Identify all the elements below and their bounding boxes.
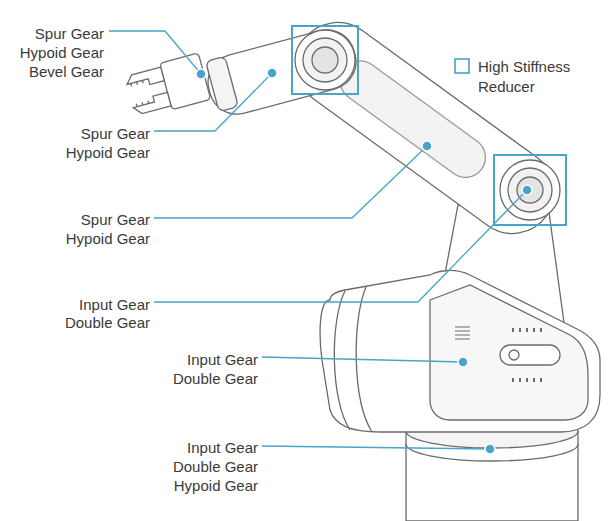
housing-panel xyxy=(430,285,588,420)
panel-dots xyxy=(512,328,542,382)
housing-outline xyxy=(320,270,600,432)
wrist xyxy=(206,56,239,111)
elbow-joint xyxy=(295,30,355,90)
gear-label: Input Gear xyxy=(187,350,258,369)
housing-ring xyxy=(334,291,350,430)
gear-label: Bevel Gear xyxy=(29,62,104,81)
gear-label: Hypoid Gear xyxy=(174,476,258,495)
forearm xyxy=(202,24,362,121)
gear-label: Input Gear xyxy=(79,295,150,314)
panel-button xyxy=(509,350,519,360)
shoulder-housing xyxy=(320,270,600,432)
upper-arm xyxy=(279,6,571,250)
legend-text: High Stiffness Reducer xyxy=(478,57,586,97)
gear-label: Double Gear xyxy=(173,457,258,476)
panel-slot xyxy=(500,345,560,365)
gripper xyxy=(124,53,211,119)
gear-label: Input Gear xyxy=(187,438,258,457)
shoulder-joint xyxy=(500,160,560,220)
gear-label: Double Gear xyxy=(65,313,150,332)
gear-label: Hypoid Gear xyxy=(66,229,150,248)
panel-vents xyxy=(455,327,470,339)
gear-label: Hypoid Gear xyxy=(20,43,104,62)
reducer-highlight xyxy=(292,26,566,225)
gear-label: Spur Gear xyxy=(35,24,104,43)
gear-label: Double Gear xyxy=(173,369,258,388)
gear-label: Spur Gear xyxy=(81,210,150,229)
gear-label: Spur Gear xyxy=(81,124,150,143)
legend-square xyxy=(455,59,469,73)
legend-item: High Stiffness Reducer xyxy=(478,57,586,97)
legend-swatch xyxy=(454,58,470,74)
leader-lines xyxy=(109,31,527,449)
base-band xyxy=(406,444,578,461)
base-body xyxy=(406,431,578,521)
callout-dots xyxy=(196,68,532,454)
gear-label: Hypoid Gear xyxy=(66,143,150,162)
